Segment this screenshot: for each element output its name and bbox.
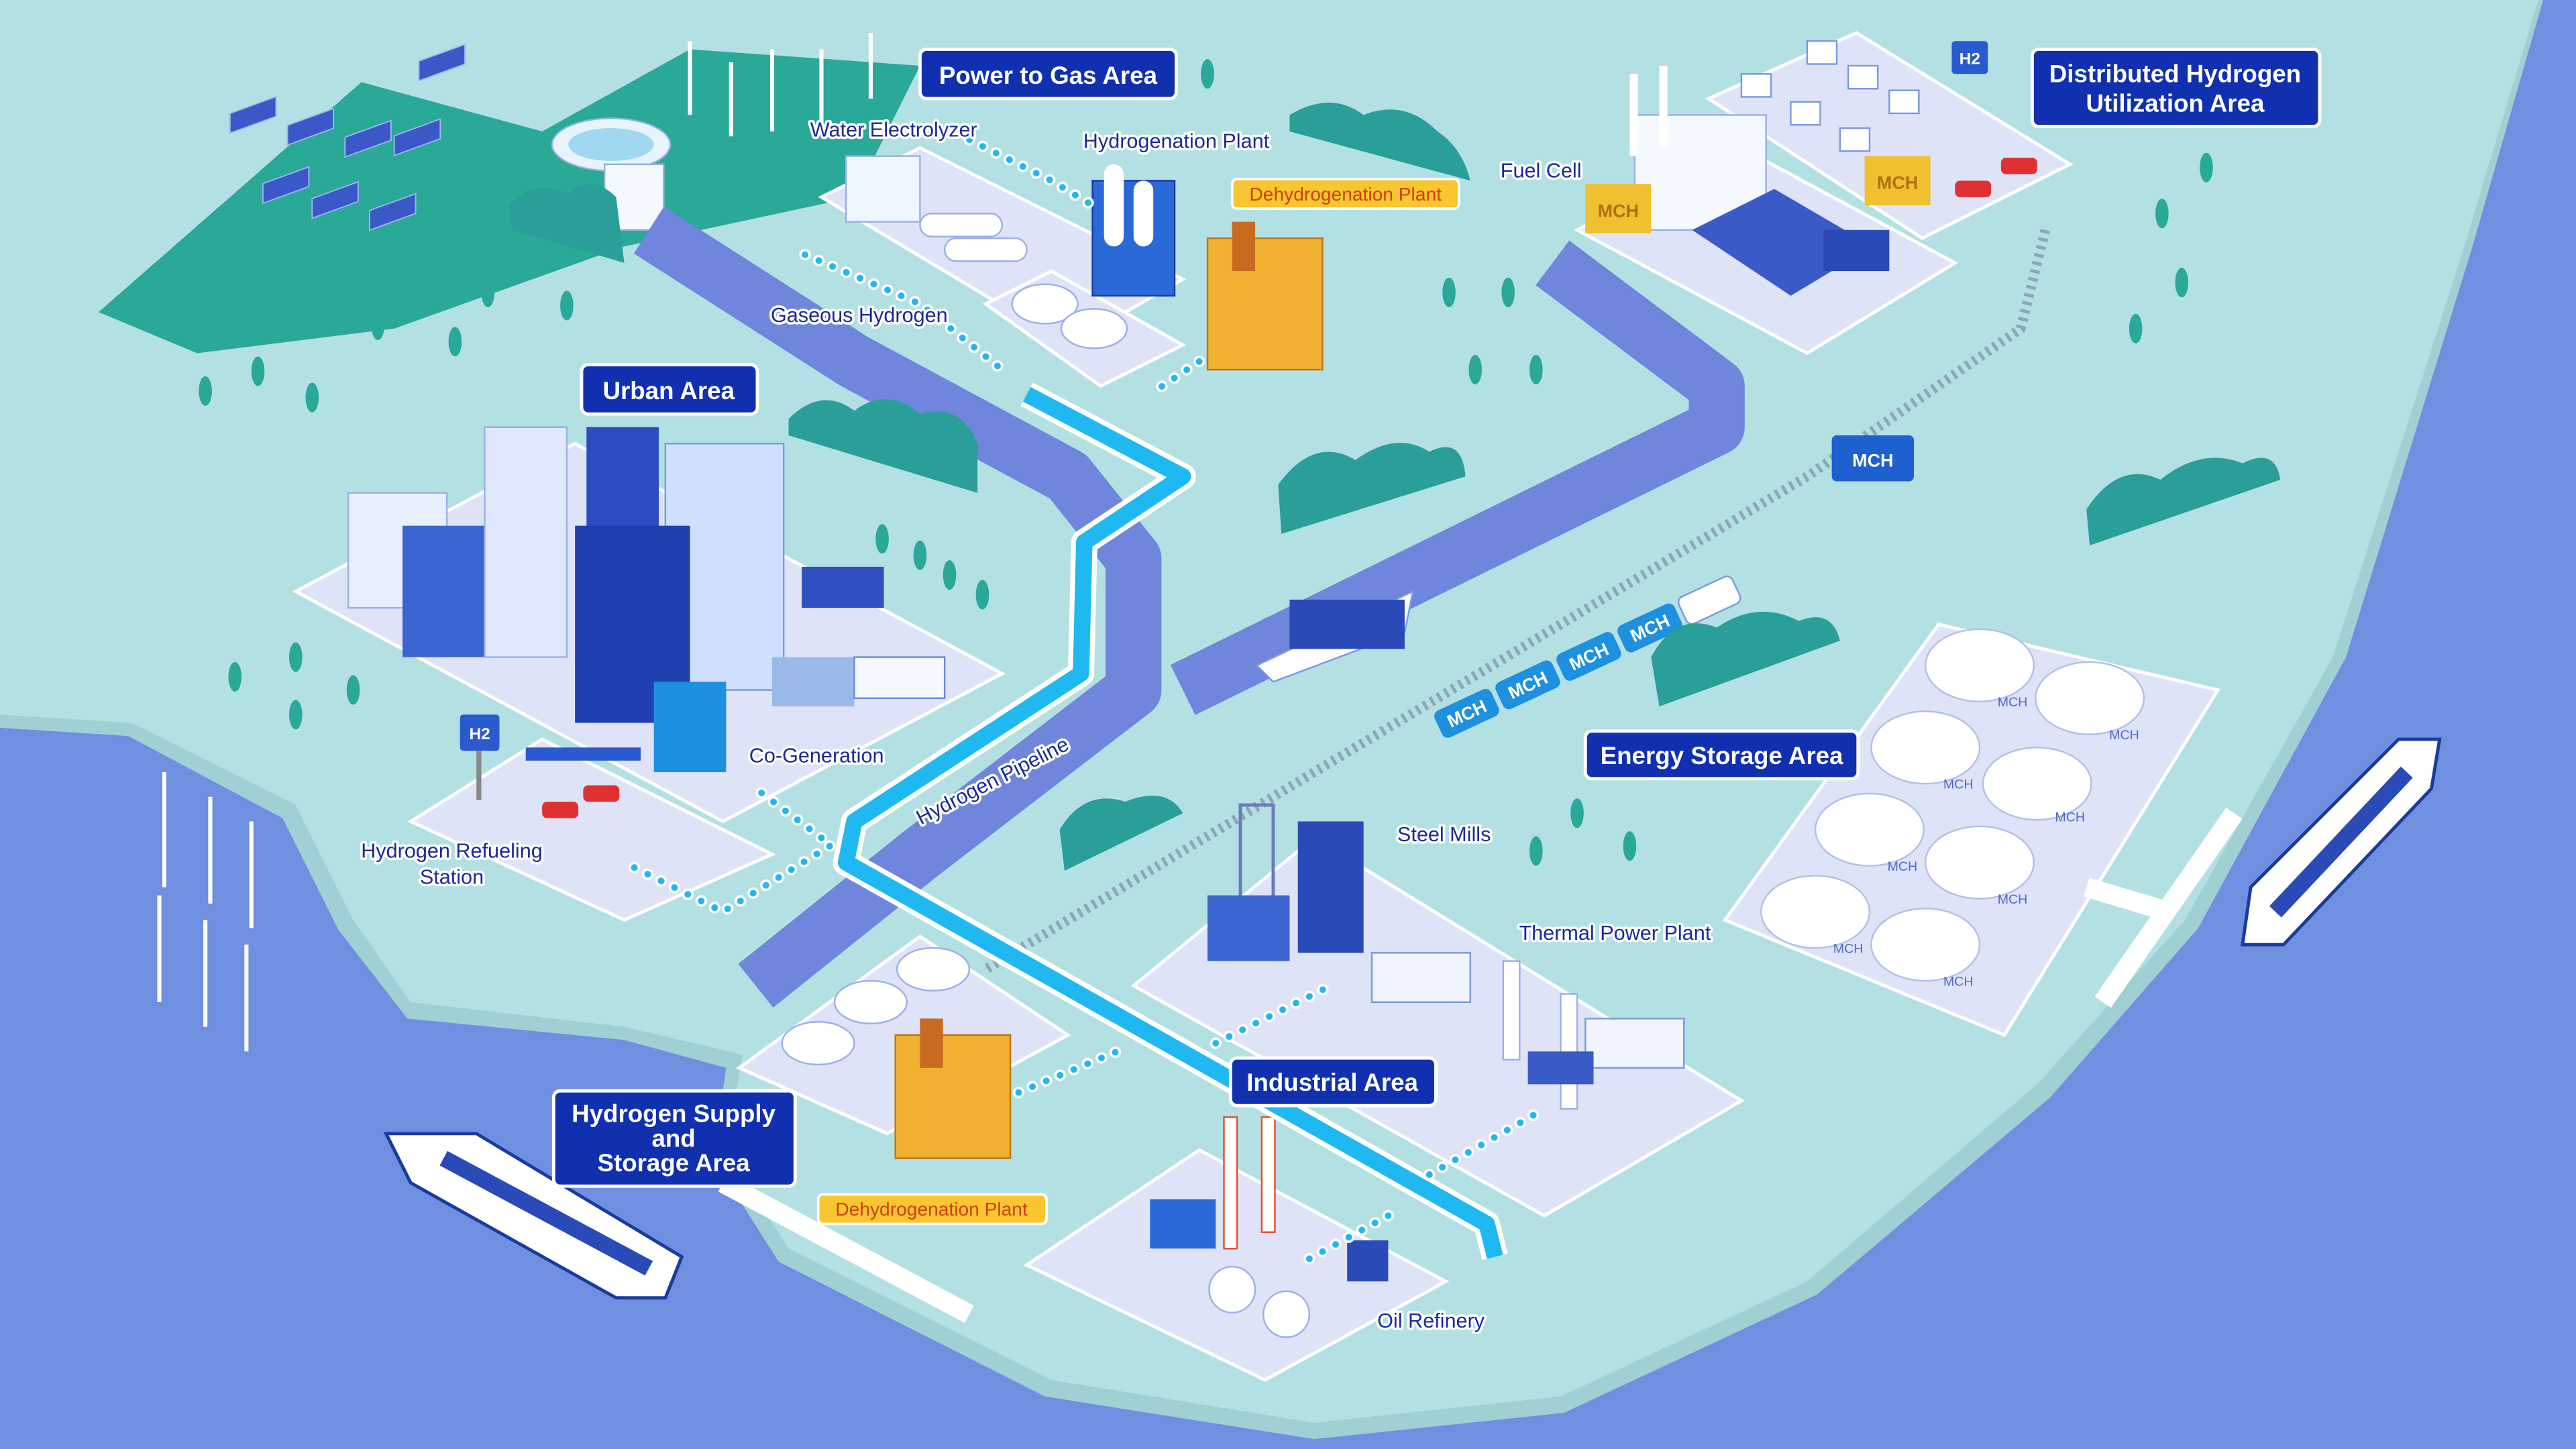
canal (633, 206, 1162, 1008)
tank-label: MCH (1888, 859, 1918, 874)
oil-refinery (1150, 1116, 1389, 1338)
tank-label: MCH (1943, 777, 1974, 792)
container-ship (1255, 590, 1414, 683)
area-label-energy-storage: Energy Storage Area (1583, 729, 1860, 781)
label-text: Dehydrogenation Plant (835, 1199, 1028, 1220)
area-label-text: Distributed Hydrogen (2049, 60, 2301, 87)
city-buildings (347, 426, 946, 773)
mch-label: MCH (1877, 173, 1918, 193)
trees (199, 59, 2213, 866)
area-label-power-to-gas: Power to Gas Area (918, 48, 1178, 101)
tank-label: MCH (1998, 892, 2028, 907)
pier (2083, 807, 2243, 1008)
area-label-text: Energy Storage Area (1601, 742, 1843, 769)
label-oil-refinery: Oil Refinery (1377, 1309, 1485, 1332)
label-thermal-power-plant: Thermal Power Plant (1519, 922, 1711, 945)
pier-south (718, 1174, 974, 1324)
tank-label: MCH (1943, 974, 1974, 989)
car-icon (583, 785, 620, 802)
area-label-text: Storage Area (597, 1149, 750, 1177)
hydrogenation-plant (1091, 164, 1176, 297)
tanker-ship-east (2241, 737, 2442, 947)
land (0, 0, 2538, 1423)
car-icon (1955, 180, 1992, 197)
truck-label: MCH (1852, 451, 1893, 471)
thermal-power-plant (1502, 960, 1685, 1110)
label-refueling-station: Hydrogen Refueling (361, 839, 543, 862)
h2-sign-text: H2 (1960, 50, 1980, 68)
flow-arrows (619, 133, 1550, 1271)
solar-panels (229, 43, 466, 231)
car-icon (542, 802, 579, 818)
label-hydrogenation-plant: Hydrogenation Plant (1083, 129, 1270, 152)
distributed-station: H2 MCH (1864, 41, 2037, 206)
fuel-cell-facility: MCH (1585, 65, 1890, 296)
storage-tanks-small (781, 283, 1128, 1066)
label-text: Dehydrogenation Plant (1249, 184, 1442, 205)
energy-storage-tanks: MCH MCH MCH MCH MCH MCH MCH MCH (1760, 628, 2145, 989)
label-dehydrogenation-plant-top: Dehydrogenation Plant (1230, 178, 1460, 210)
tank-label: MCH (1833, 941, 1864, 956)
label-steel-mills: Steel Mills (1397, 823, 1491, 846)
tank-label: MCH (2055, 810, 2085, 824)
area-label-text: Urban Area (602, 377, 735, 405)
mch-train: MCH MCH MCH MCH (1434, 576, 1741, 738)
area-label-text: and (651, 1124, 695, 1152)
dehydrogenation-plant-bottom (894, 1018, 1012, 1159)
wind-turbines (157, 32, 873, 1052)
label-water-electrolyzer: Water Electrolyzer (810, 118, 977, 141)
hydrogen-pipeline-fill (837, 386, 1503, 1259)
hill (98, 49, 920, 354)
label-co-generation: Co-Generation (749, 744, 884, 767)
railway (983, 229, 2051, 974)
label-fuel-cell: Fuel Cell (1501, 159, 1582, 182)
label-gaseous-hydrogen: Gaseous Hydrogen (771, 304, 948, 327)
label-dehydrogenation-plant-bottom: Dehydrogenation Plant (816, 1193, 1048, 1226)
canal-east (1170, 240, 1745, 715)
tank-label: MCH (2109, 728, 2139, 743)
area-label-text: Utilization Area (2086, 90, 2264, 117)
label-refueling-station: Station (420, 866, 484, 889)
area-label-urban: Urban Area (580, 363, 759, 416)
mch-truck: MCH (1831, 435, 1915, 482)
tank-label: MCH (1998, 695, 2028, 710)
area-label-text: Industrial Area (1246, 1069, 1418, 1096)
houses (1740, 40, 1920, 152)
area-label-text: Power to Gas Area (939, 62, 1158, 89)
area-label-supply-storage: Hydrogen Supply and Storage Area (551, 1089, 797, 1188)
area-label-industrial: Industrial Area (1228, 1056, 1438, 1108)
steel-mills (1208, 803, 1472, 1004)
area-label-distributed: Distributed Hydrogen Utilization Area (2030, 48, 2322, 129)
dehydrogenation-plant-top (1206, 221, 1324, 371)
mch-label: MCH (1598, 201, 1639, 221)
electrolyzer (845, 155, 1028, 262)
refueling-station: H2 (460, 714, 641, 818)
tanker-ship-south (383, 1132, 684, 1300)
h2-sign-text: H2 (469, 725, 490, 743)
car-icon (2000, 158, 2037, 174)
bushes (509, 103, 2281, 871)
area-label-text: Hydrogen Supply (572, 1100, 776, 1128)
